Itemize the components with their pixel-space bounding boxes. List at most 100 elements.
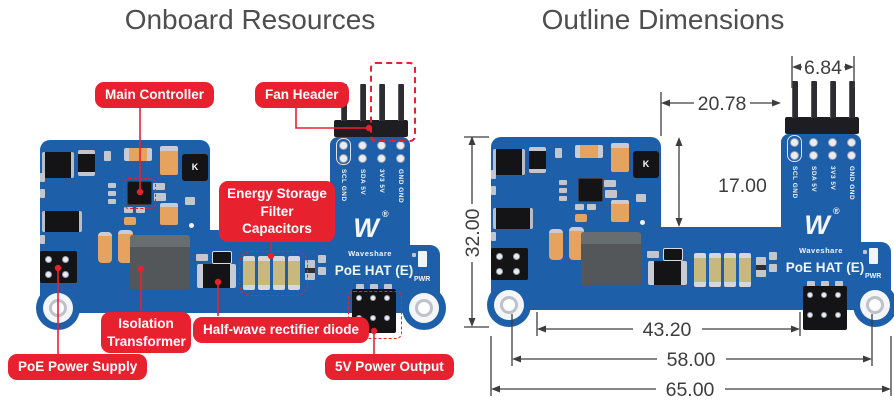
smd-component: [587, 204, 596, 210]
filter-capacitor: [694, 253, 706, 287]
edge-pad: [491, 232, 496, 241]
sot-chip: [493, 208, 533, 229]
dim-hole-span: 58.00: [667, 349, 716, 371]
sr1-component: [212, 251, 232, 264]
smd-component: [136, 207, 145, 213]
product-name: PoE HAT (E): [785, 260, 865, 275]
smd-component: [605, 190, 617, 198]
solder-pad: [339, 141, 348, 150]
header-pin-pad: [496, 253, 503, 260]
electrolytic-capacitor: [569, 227, 584, 260]
callout-5v-power-output: 5V Power Output: [325, 354, 454, 380]
smd-component: [769, 252, 777, 260]
fiducial-dot: [189, 223, 194, 228]
resistor-component: [124, 148, 152, 161]
smd-component: [196, 254, 208, 261]
callout-energy-storage: Energy Storage Filter Capacitors: [219, 181, 335, 242]
smd-component: [647, 251, 659, 258]
solder-pad: [790, 138, 799, 147]
header-pin-pad: [62, 256, 69, 263]
callout-isolation-transformer: Isolation Transformer: [101, 312, 191, 354]
solder-pad: [339, 154, 348, 163]
smd-component: [104, 151, 111, 161]
transformer-top: [581, 232, 641, 244]
header-pin-pad: [62, 271, 69, 278]
header-pin-pad: [821, 312, 827, 318]
smd-component: [575, 204, 584, 210]
smd-component: [555, 148, 562, 158]
solder-pad: [828, 138, 837, 147]
header-pin-pad: [45, 256, 52, 263]
header-tab: [821, 281, 829, 287]
main-controller-chip: [578, 178, 603, 202]
mounting-hole-right-ring: [866, 296, 884, 314]
filter-capacitor: [724, 253, 736, 287]
smd-component: [604, 180, 616, 187]
edge-pad: [491, 186, 496, 195]
capacitor-component: [160, 203, 178, 225]
solder-pad: [828, 151, 837, 160]
filter-capacitor: [288, 256, 300, 290]
sot-chip: [493, 149, 525, 175]
header-tab: [807, 281, 815, 287]
solder-pad: [847, 151, 856, 160]
solder-pad: [790, 151, 799, 160]
rectifier-diode-component: [648, 261, 687, 285]
header-pin-pad: [356, 295, 362, 301]
edge-pad: [491, 170, 496, 179]
header-pin-pad: [370, 315, 376, 321]
fan-header-base: [785, 117, 859, 134]
electrolytic-capacitor: [549, 229, 563, 260]
power-chip: K: [633, 151, 659, 178]
header-tab: [370, 284, 378, 290]
capacitor-component: [160, 146, 178, 175]
power-output-highlight: [348, 291, 402, 339]
waveshare-logo: W: [353, 213, 379, 243]
header-pin-pad: [821, 292, 827, 298]
pcb-board-annotated: SCL GND SDA 5V 3V3 5V GND GND ® W Wavesh…: [36, 84, 446, 333]
dim-upper-section-height: 17.00: [718, 175, 767, 197]
capacitor-component: [611, 143, 629, 172]
fan-header-pin: [811, 81, 817, 118]
power-output-header: [352, 289, 396, 333]
smd-component: [124, 207, 133, 213]
header-pin-pad: [513, 268, 520, 275]
resistor-component: [575, 145, 603, 158]
edge-pad: [40, 173, 45, 182]
smd-component: [108, 191, 116, 196]
product-name: PoE HAT (E): [334, 263, 414, 278]
header-pin-pad: [513, 253, 520, 260]
fan-header-pin: [398, 84, 404, 121]
pwr-label: PWR: [865, 273, 882, 280]
pcb-board-dimensioned: SCL GND SDA 5V 3V3 5V GND GND ® W Wavesh…: [487, 81, 894, 330]
solder-pad: [377, 154, 386, 163]
dim-board-height: 32.00: [462, 208, 484, 257]
brand-text: Waveshare: [799, 246, 843, 255]
pad-frame: [336, 138, 351, 165]
callout-main-controller: Main Controller: [95, 82, 215, 108]
resistor-component: [305, 260, 315, 280]
fan-header-pin: [379, 84, 385, 121]
pwr-led: [869, 248, 878, 264]
fan-pins-highlight: [370, 62, 416, 142]
header-tab: [384, 284, 392, 290]
pad-frame: [787, 135, 802, 162]
pwr-label: PWR: [414, 276, 431, 283]
smd-component: [108, 183, 116, 188]
capacitor-component: [611, 200, 629, 222]
smd-component: [769, 264, 777, 272]
right-title: Outline Dimensions: [541, 4, 785, 35]
smd-component: [559, 188, 567, 193]
smd-component: [559, 196, 567, 201]
resistor-band: [305, 268, 315, 273]
isolation-transformer-component: [130, 235, 190, 289]
header-pin-pad: [384, 295, 390, 301]
smd-component: [153, 183, 165, 190]
smd-component: [185, 197, 195, 205]
callout-lines: [54, 108, 378, 354]
pwr-led: [418, 251, 427, 267]
resistor-component: [756, 257, 766, 277]
dim-inner-span: 43.20: [643, 319, 692, 341]
